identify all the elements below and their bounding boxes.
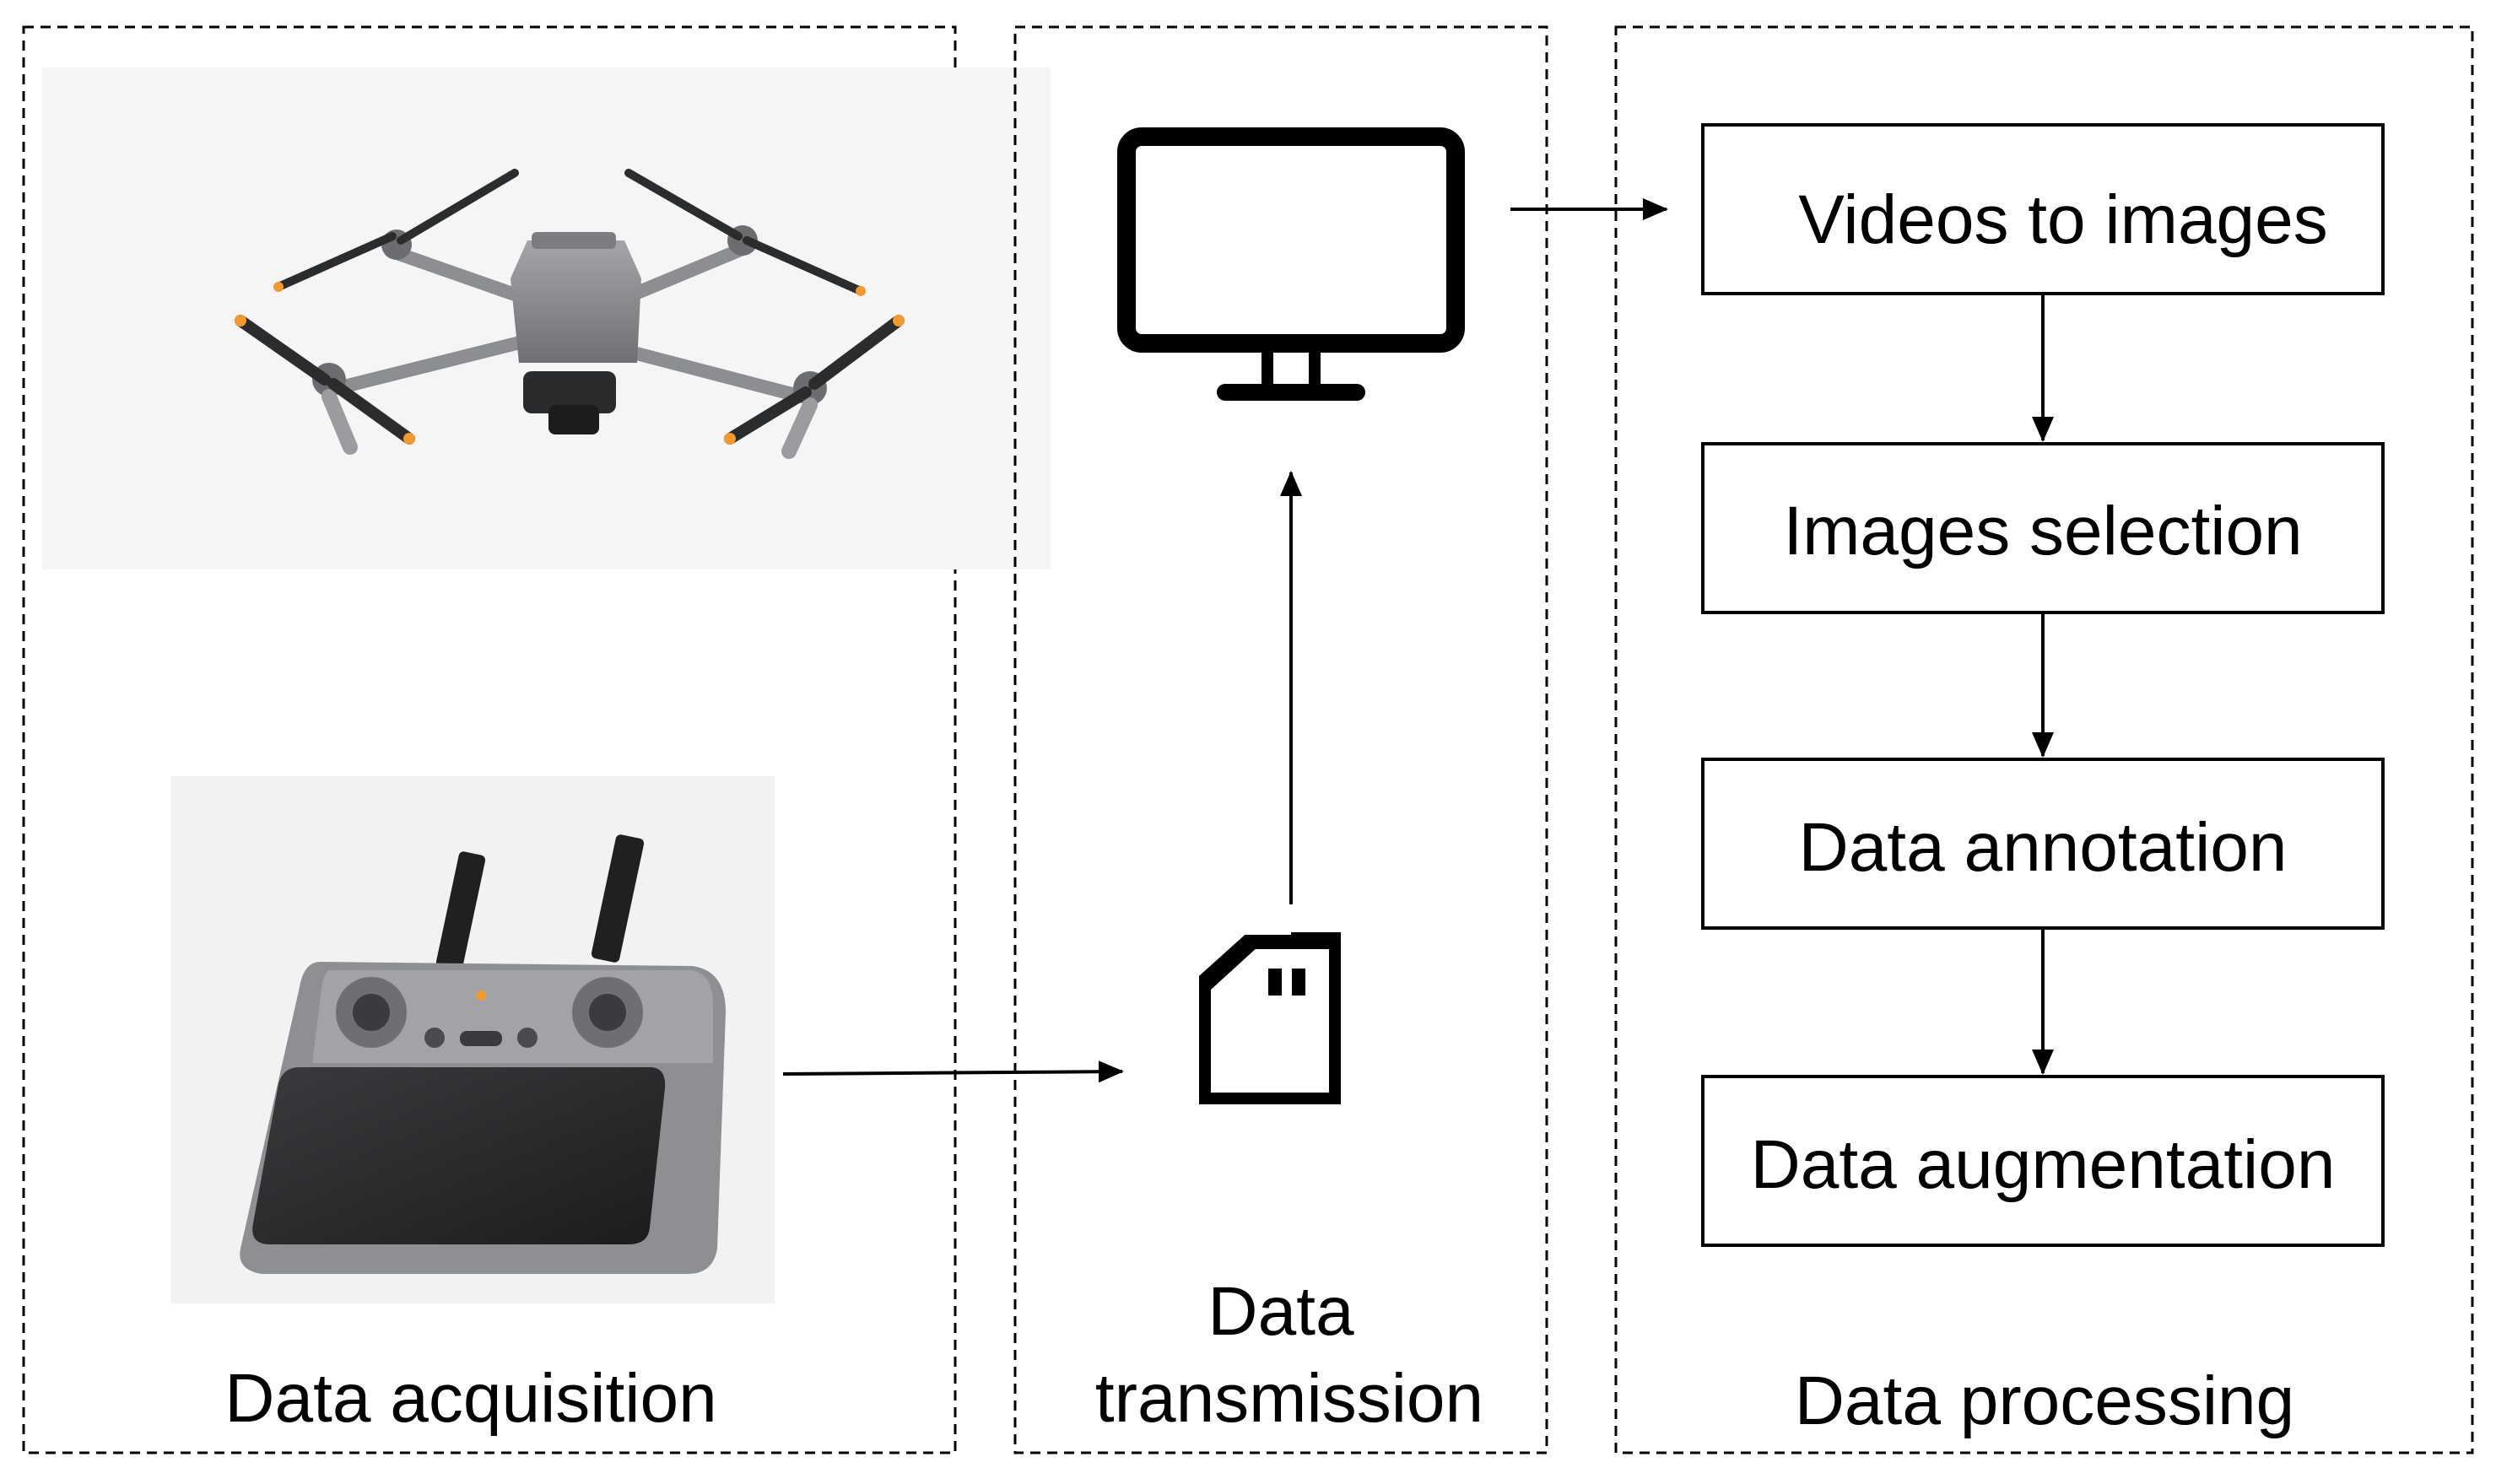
monitor-icon: [1117, 127, 1465, 401]
caption-data-transmission-line1: Data: [1207, 1273, 1354, 1350]
step-label: Videos to images: [1798, 181, 2328, 258]
panel-border: [1013, 25, 1548, 1454]
step-label: Images selection: [1783, 493, 2302, 569]
caption-data-processing: Data processing: [1795, 1363, 2295, 1439]
panel-border: [22, 25, 957, 1454]
step-box-images-selection: Images selection: [1701, 442, 2385, 614]
panel-data-transmission: Data transmission: [1013, 25, 1548, 1454]
panel-data-processing: Videos to images Images selection Data a…: [1614, 25, 2474, 1454]
step-label: Data annotation: [1798, 809, 2287, 886]
panel-border: [1614, 25, 2474, 1454]
panel-data-acquisition: Data acquisition: [22, 25, 1051, 1454]
caption-data-transmission-line2: transmission: [1095, 1360, 1483, 1437]
arrow-controller-to-sdcard: [782, 1060, 1124, 1083]
step-label: Data augmentation: [1751, 1126, 2336, 1203]
caption-data-acquisition: Data acquisition: [224, 1360, 716, 1437]
step-box-videos-to-images: Videos to images: [1701, 123, 2385, 295]
step-box-data-annotation: Data annotation: [1701, 758, 2385, 930]
remote-controller-icon: [171, 776, 775, 1303]
step-box-data-augmentation: Data augmentation: [1701, 1075, 2385, 1247]
drone-icon: [42, 67, 1051, 569]
sd-card-icon: [1199, 932, 1341, 1104]
